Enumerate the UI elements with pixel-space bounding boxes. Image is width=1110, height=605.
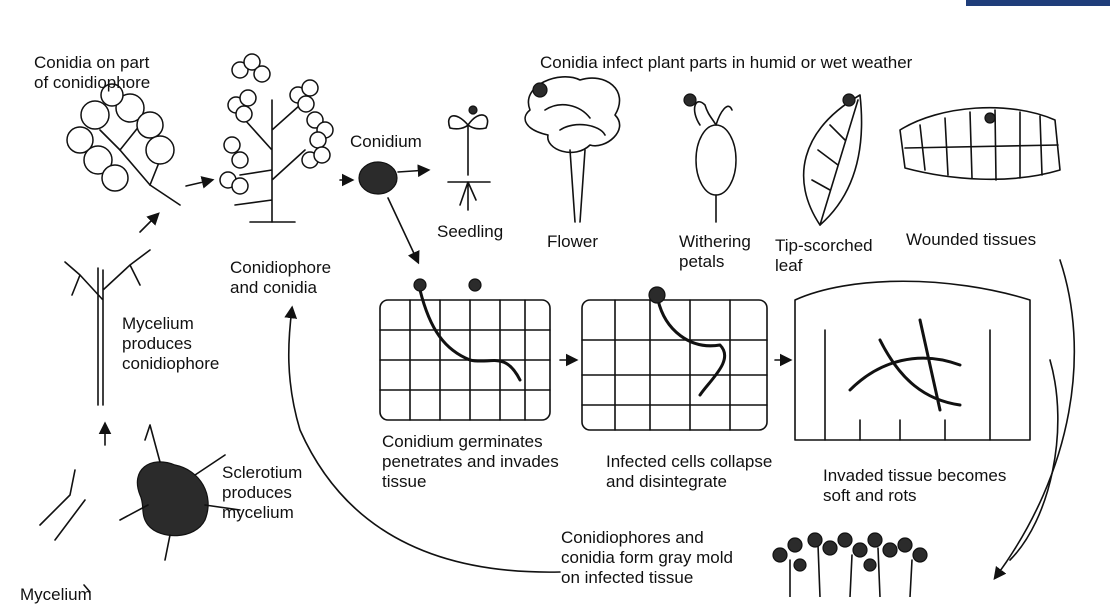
label-conidium: Conidium xyxy=(350,132,422,152)
conidiophore-illustration xyxy=(220,54,333,222)
label-sclerotium: Sclerotium produces mycelium xyxy=(222,463,302,523)
label-conidia-infect: Conidia infect plant parts in humid or w… xyxy=(540,53,912,73)
label-wounded-tissues: Wounded tissues xyxy=(906,230,1036,250)
sclerotium-illustration xyxy=(40,425,240,560)
label-seedling: Seedling xyxy=(437,222,503,242)
label-conidiophore-and-conidia: Conidiophore and conidia xyxy=(230,258,331,298)
flower-illustration xyxy=(525,77,620,222)
tissue-cross-section-3 xyxy=(795,281,1030,440)
conidium-spore xyxy=(359,162,397,194)
gray-mold-illustration xyxy=(773,533,927,597)
label-invaded-tissue: Invaded tissue becomes soft and rots xyxy=(823,466,1006,506)
tissue-cross-section-2 xyxy=(582,287,767,430)
label-mycelium-produces: Mycelium produces conidiophore xyxy=(122,314,219,374)
leaf-illustration xyxy=(804,94,862,225)
label-infected-cells: Infected cells collapse and disintegrate xyxy=(606,452,772,492)
tissue-cross-section-1 xyxy=(380,279,550,420)
conidia-cluster-illustration xyxy=(67,84,180,205)
seedling-illustration xyxy=(448,106,490,210)
label-mycelium-bottom: Mycelium xyxy=(20,585,92,605)
label-tip-scorched-leaf: Tip-scorched leaf xyxy=(775,236,873,276)
label-conidium-germinates: Conidium germinates penetrates and invad… xyxy=(382,432,559,492)
label-flower: Flower xyxy=(547,232,598,252)
label-conidiophores-form: Conidiophores and conidia form gray mold… xyxy=(561,528,733,588)
withering-petals-illustration xyxy=(684,94,736,222)
label-withering-petals: Withering petals xyxy=(679,232,751,272)
wounded-tissue-illustration xyxy=(900,108,1060,180)
label-conidia-on-part: Conidia on part of conidiophore xyxy=(34,53,150,93)
